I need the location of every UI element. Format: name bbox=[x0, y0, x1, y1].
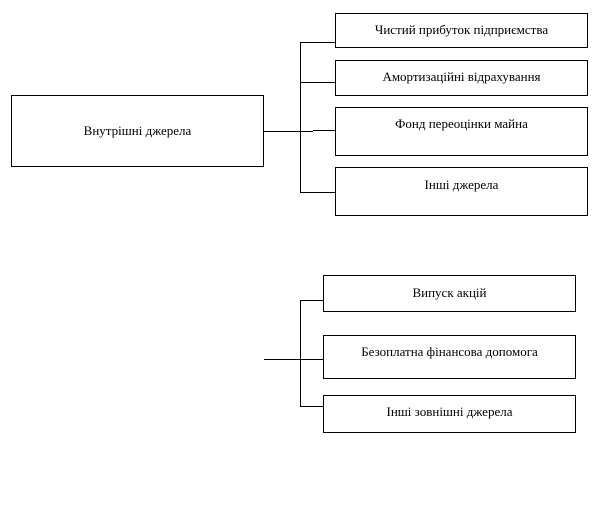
internal-source-revaluation-fund: Фонд переоцінки майна bbox=[335, 107, 588, 156]
internal-source-net-profit: Чистий прибуток підприємства bbox=[335, 13, 588, 48]
internal-source-depreciation: Амортизаційні відрахування bbox=[335, 60, 588, 96]
root-label: Внутрішні джерела bbox=[83, 123, 192, 138]
external-source-share-issue: Випуск акцій bbox=[323, 275, 576, 312]
node-label: Безоплатна фінансова допомога bbox=[361, 344, 538, 359]
node-label: Інші зовнішні джерела bbox=[386, 404, 513, 419]
node-label: Фонд переоцінки майна bbox=[395, 116, 528, 131]
node-label: Інші джерела bbox=[424, 177, 499, 192]
internal-sources-root: Внутрішні джерела bbox=[11, 95, 264, 167]
node-label: Випуск акцій bbox=[412, 285, 487, 300]
internal-source-other: Інші джерела bbox=[335, 167, 588, 216]
external-source-free-financial-aid: Безоплатна фінансова допомога bbox=[323, 335, 576, 379]
external-source-other: Інші зовнішні джерела bbox=[323, 395, 576, 433]
node-label: Чистий прибуток підприємства bbox=[374, 22, 549, 37]
node-label: Амортизаційні відрахування bbox=[382, 69, 541, 84]
